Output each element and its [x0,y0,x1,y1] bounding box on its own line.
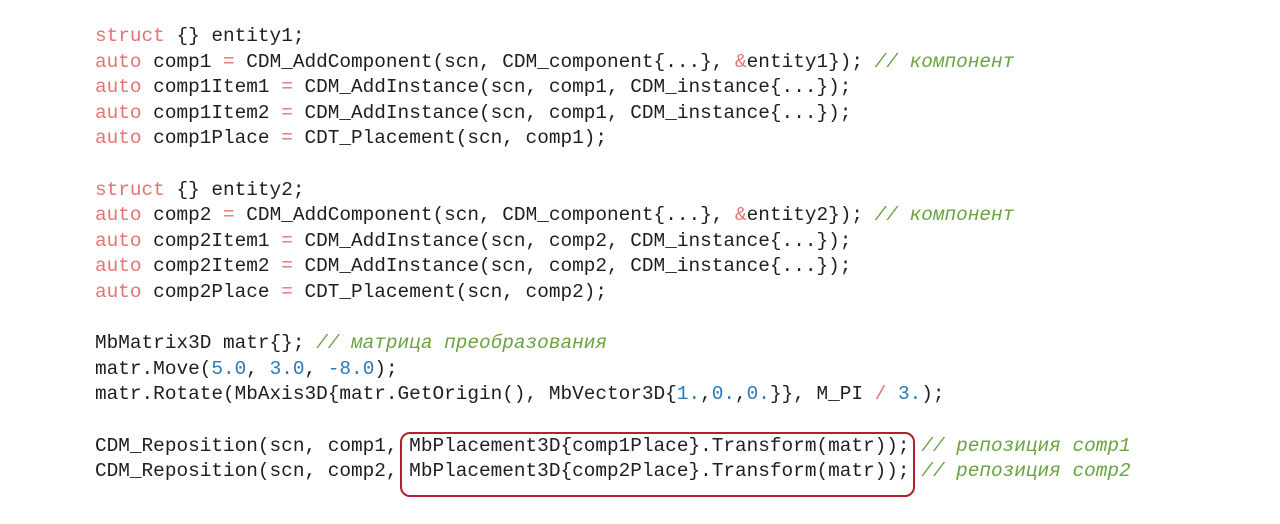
code-line: auto comp2Item1 = CDM_AddInstance(scn, c… [95,229,1131,255]
code-text: comp1Item2 [141,101,282,124]
code-text: matr.Rotate(MbAxis3D{matr.GetOrigin(), M… [95,383,677,406]
code-text: entity1}); [746,50,875,73]
number-literal: -8.0 [327,357,375,380]
code-line: CDM_Reposition(scn, comp1, MbPlacement3D… [95,434,1131,460]
code-line [95,152,1131,178]
number-literal: 0. [711,383,736,406]
keyword: auto [95,76,142,99]
code-text: matr.Move( [95,357,212,380]
code-text: ); [374,357,398,380]
code-text: CDM_Reposition(scn, comp1, MbPlacement3D… [95,434,922,457]
keyword: auto [95,255,142,278]
operator: = [223,50,235,73]
operator: = [281,280,293,303]
code-line: struct {} entity1; [95,24,1131,50]
code-text: comp1 [141,50,224,73]
operator: = [281,127,293,150]
number-literal: 5.0 [211,357,247,380]
operator: & [735,50,747,73]
keyword: auto [95,101,142,124]
code-line [95,306,1131,332]
code-text: CDM_AddComponent(scn, CDM_component{...}… [234,204,736,227]
keyword: auto [95,204,142,227]
code-line: auto comp1 = CDM_AddComponent(scn, CDM_c… [95,50,1131,76]
code-text [886,383,898,405]
code-text: CDM_AddInstance(scn, comp1, CDM_instance… [292,101,852,124]
number-literal: 3. [897,383,922,406]
code-text: comp1Place [141,127,282,150]
code-line: auto comp2Item2 = CDM_AddInstance(scn, c… [95,254,1131,280]
comment: // репозиция comp2 [921,460,1131,483]
keyword: auto [95,229,142,252]
code-line: auto comp1Item1 = CDM_AddInstance(scn, c… [95,75,1131,101]
code-text: , [700,383,712,406]
code-text: , [735,383,747,406]
code-line: MbMatrix3D matr{}; // матрица преобразов… [95,331,1131,357]
code-line: CDM_Reposition(scn, comp2, MbPlacement3D… [95,459,1131,485]
number-literal: 1. [676,383,701,406]
code-text: CDT_Placement(scn, comp2); [292,280,608,303]
keyword: struct [95,25,165,47]
operator: & [735,204,747,227]
code-text: CDM_AddInstance(scn, comp1, CDM_instance… [292,76,852,99]
code-line: struct {} entity2; [95,178,1131,204]
code-line: auto comp1Item2 = CDM_AddInstance(scn, c… [95,101,1131,127]
code-text: CDM_AddComponent(scn, CDM_component{...}… [234,50,736,73]
keyword: auto [95,50,142,73]
code-text: {} entity1; [164,25,305,47]
keyword: auto [95,280,142,303]
code-text: comp2Item1 [141,229,282,252]
code-line: auto comp2 = CDM_AddComponent(scn, CDM_c… [95,203,1131,229]
operator: = [281,101,293,124]
code-text: ); [921,383,945,406]
operator: = [223,204,235,227]
comment: // репозиция comp1 [921,434,1131,457]
code-text: comp2 [141,204,224,227]
code-block: struct {} entity1;auto comp1 = CDM_AddCo… [95,24,1131,485]
comment: // матрица преобразования [316,332,608,355]
code-text: }}, M_PI [769,383,875,406]
code-line: auto comp1Place = CDT_Placement(scn, com… [95,126,1131,152]
keyword: auto [95,127,142,150]
code-line [95,408,1131,434]
code-text: comp1Item1 [141,76,282,99]
code-text: comp2Place [141,280,282,303]
code-line: matr.Move(5.0, 3.0, -8.0); [95,357,1131,383]
operator: = [281,229,293,252]
code-line: auto comp2Place = CDT_Placement(scn, com… [95,280,1131,306]
operator: = [281,76,293,99]
code-text: entity2}); [746,204,875,227]
code-text: , [304,357,328,380]
code-text: CDM_AddInstance(scn, comp2, CDM_instance… [292,255,852,278]
code-text: CDT_Placement(scn, comp1); [292,127,608,150]
code-line: matr.Rotate(MbAxis3D{matr.GetOrigin(), M… [95,382,1131,408]
number-literal: 3.0 [269,357,305,380]
code-text: comp2Item2 [141,255,282,278]
code-text: MbMatrix3D matr{}; [95,332,317,355]
comment: // компонент [874,204,1015,227]
code-text: {} entity2; [164,178,305,201]
code-text: CDM_Reposition(scn, comp2, MbPlacement3D… [95,460,922,483]
operator: = [281,255,293,278]
code-text: CDM_AddInstance(scn, comp2, CDM_instance… [292,229,852,252]
comment: // компонент [874,50,1015,73]
highlight-box [400,432,915,497]
operator: / [874,383,887,406]
keyword: struct [95,178,165,201]
number-literal: 0. [746,383,770,406]
code-text: , [246,357,270,380]
